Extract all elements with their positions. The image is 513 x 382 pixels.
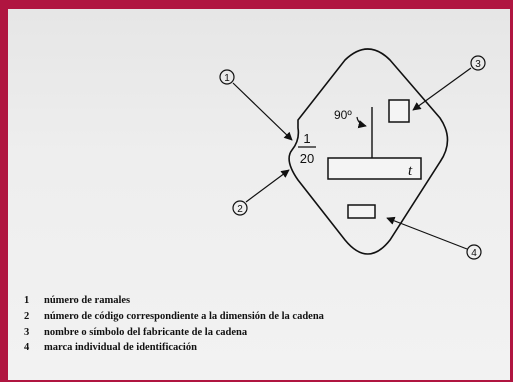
fraction-numerator: 1	[303, 131, 310, 146]
callout-1: 1	[219, 69, 235, 85]
callout-3: 3	[470, 55, 486, 71]
fraction-denominator: 20	[300, 151, 314, 166]
code-plate	[327, 157, 422, 180]
leader-arrow-2	[245, 169, 290, 203]
svg-text:1: 1	[224, 73, 230, 84]
leader-arrow-4	[386, 216, 468, 250]
legend-number: 1	[24, 295, 30, 306]
legend-text: número de código correspondiente a la di…	[44, 310, 324, 322]
scan-panel	[8, 9, 510, 380]
legend-number: 3	[24, 326, 30, 338]
legend-item-3: 3 nombre o símbolo del fabricante de la …	[24, 325, 324, 341]
callout-2: 2	[232, 200, 248, 216]
leader-arrow-1	[232, 82, 293, 141]
thickness-label: t	[408, 163, 413, 179]
legend-text: número de ramales	[44, 295, 131, 306]
svg-text:2: 2	[237, 204, 243, 215]
identification-mark-box	[347, 204, 376, 219]
legend-item-1: 1 número de ramales	[24, 293, 324, 309]
legend-item-4: 4 marca individual de identificación	[24, 340, 324, 356]
diamond-outline	[288, 48, 449, 255]
callout-4: 4	[466, 244, 482, 260]
svg-text:3: 3	[475, 59, 481, 70]
legend-item-2: 2 número de código correspondiente a la …	[24, 309, 324, 325]
angle-label: 90º	[334, 108, 352, 122]
svg-text:4: 4	[471, 248, 477, 259]
legend-number: 4	[24, 342, 30, 354]
angle-arc	[356, 116, 367, 129]
manufacturer-symbol-box	[388, 99, 410, 123]
legend-text: marca individual de identificación	[44, 342, 197, 354]
legend: 1 número de ramales 2 número de código c…	[24, 293, 324, 356]
legend-number: 2	[24, 310, 30, 322]
legend-text: nombre o símbolo del fabricante de la ca…	[44, 326, 248, 338]
leader-arrow-3	[412, 67, 472, 111]
